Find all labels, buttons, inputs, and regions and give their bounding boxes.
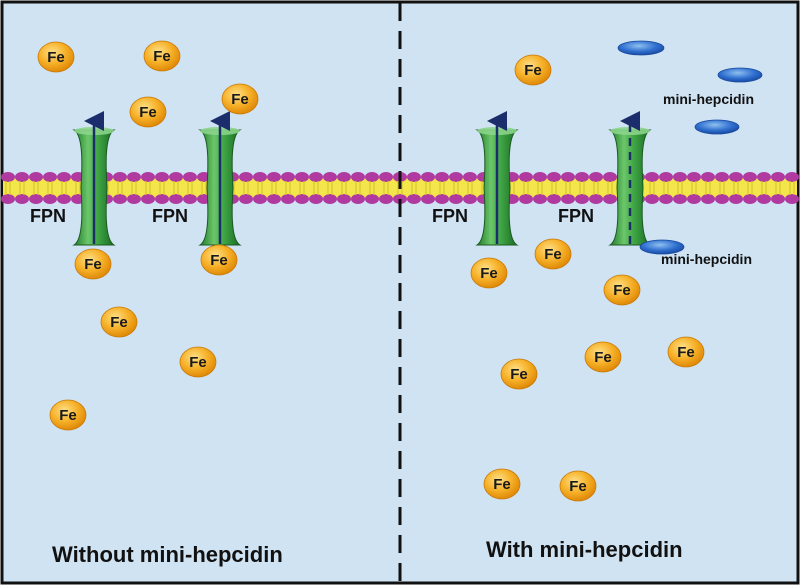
ferroportin-channel-icon xyxy=(198,111,242,246)
fpn-label-left-1: FPN xyxy=(30,206,66,226)
iron-ion-icon: Fe xyxy=(559,470,597,502)
mini-hepcidin-peptide-icon xyxy=(617,40,665,56)
iron-ion-label: Fe xyxy=(510,366,528,383)
fpn-label-right-2: FPN xyxy=(558,206,594,226)
iron-ion-icon: Fe xyxy=(667,336,705,368)
mini-hepcidin-peptide-icon xyxy=(639,239,685,255)
iron-ion-label: Fe xyxy=(493,476,511,493)
iron-ion-label: Fe xyxy=(613,282,631,299)
mini-hepcidin-peptide-icon xyxy=(694,119,740,135)
iron-ion-label: Fe xyxy=(594,349,612,366)
iron-ion-icon: Fe xyxy=(100,306,138,338)
iron-ion-icon: Fe xyxy=(534,238,572,270)
iron-ion-icon: Fe xyxy=(129,96,167,128)
iron-ion-icon: Fe xyxy=(200,244,238,276)
iron-ion-label: Fe xyxy=(189,354,207,371)
iron-ion-icon: Fe xyxy=(584,341,622,373)
iron-ion-label: Fe xyxy=(480,265,498,282)
iron-ion-icon: Fe xyxy=(143,40,181,72)
iron-ion-label: Fe xyxy=(524,62,542,79)
iron-ion-icon: Fe xyxy=(470,257,508,289)
iron-ion-label: Fe xyxy=(210,252,228,269)
iron-ion-label: Fe xyxy=(110,314,128,331)
iron-ion-icon: Fe xyxy=(483,468,521,500)
iron-ion-icon: Fe xyxy=(37,41,75,73)
iron-ion-label: Fe xyxy=(677,344,695,361)
mini-hepcidin-label-bound: mini-hepcidin xyxy=(661,251,752,267)
iron-ion-label: Fe xyxy=(544,246,562,263)
mini-hepcidin-peptide-icon xyxy=(717,67,763,83)
iron-ion-label: Fe xyxy=(153,48,171,65)
iron-ion-icon: Fe xyxy=(221,83,259,115)
ferroportin-channel-icon xyxy=(72,111,116,246)
iron-ion-icon: Fe xyxy=(603,274,641,306)
iron-ion-label: Fe xyxy=(139,104,157,121)
fpn-label-left-2: FPN xyxy=(152,206,188,226)
iron-ion-icon: Fe xyxy=(74,248,112,280)
ferroportin-channel-icon xyxy=(475,111,519,246)
iron-ion-label: Fe xyxy=(47,49,65,66)
iron-ion-icon: Fe xyxy=(49,399,87,431)
iron-ion-icon: Fe xyxy=(500,358,538,390)
iron-ion-icon: Fe xyxy=(514,54,552,86)
ferroportin-channel-icon xyxy=(608,111,652,246)
iron-ion-icon: Fe xyxy=(179,346,217,378)
iron-ion-label: Fe xyxy=(569,478,587,495)
fpn-label-right-1: FPN xyxy=(432,206,468,226)
caption-left: Without mini-hepcidin xyxy=(52,542,283,567)
mini-hepcidin-label-top: mini-hepcidin xyxy=(663,91,754,107)
iron-ion-label: Fe xyxy=(59,407,77,424)
iron-ion-label: Fe xyxy=(84,256,102,273)
caption-right: With mini-hepcidin xyxy=(486,537,683,562)
iron-ion-label: Fe xyxy=(231,91,249,108)
